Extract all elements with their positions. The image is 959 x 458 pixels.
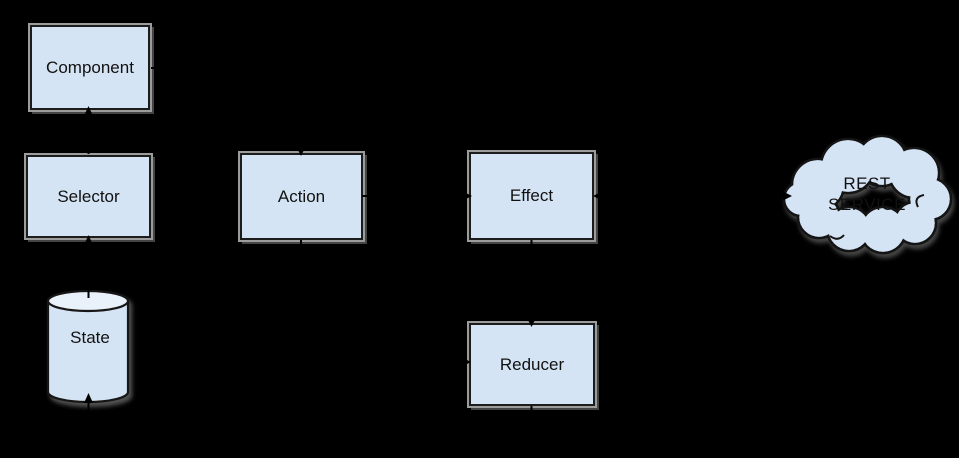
arrow-state-to-selector	[84, 235, 93, 298]
rest-service-line1: REST	[843, 174, 891, 193]
rest-service-line2: SERVICE	[828, 195, 906, 214]
arrow-effect-rest-service	[593, 191, 792, 201]
node-effect: Effect	[467, 150, 596, 242]
node-rest-service-label: REST SERVICE	[778, 173, 956, 215]
arrow-component-to-action	[151, 67, 306, 156]
node-reducer-label: Reducer	[499, 354, 565, 374]
node-state-label: State	[70, 328, 110, 347]
arrow-action-to-reducer	[300, 240, 471, 367]
node-component-label: Component	[46, 57, 134, 77]
node-selector-label: Selector	[57, 186, 120, 206]
node-action-label: Action	[277, 186, 326, 206]
node-action: Action	[238, 151, 365, 242]
arrow-effect-to-reducer	[527, 240, 536, 327]
node-state: State	[40, 289, 140, 417]
cylinder-shape	[46, 289, 130, 404]
node-component: Component	[28, 23, 152, 112]
arrow-action-to-effect	[362, 191, 472, 201]
node-rest-service: REST SERVICE	[778, 133, 956, 263]
arrow-reducer-to-state	[84, 393, 533, 425]
cloud-shape	[782, 134, 953, 255]
node-reducer: Reducer	[467, 321, 597, 408]
node-effect-label: Effect	[509, 186, 554, 205]
arrow-selector-to-component	[84, 106, 93, 154]
node-selector: Selector	[24, 153, 153, 240]
